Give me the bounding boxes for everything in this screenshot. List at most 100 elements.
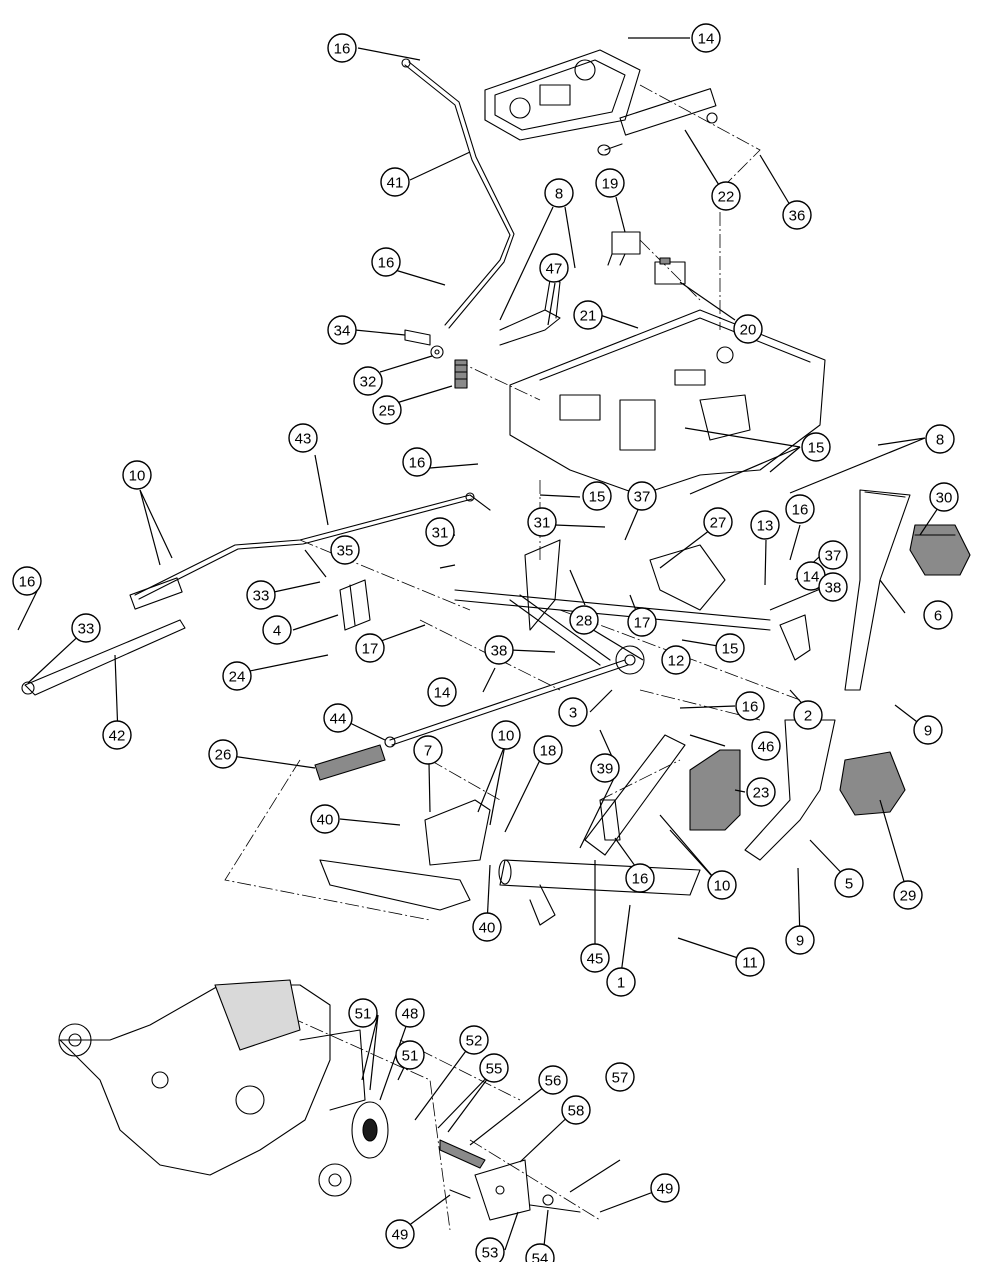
callout-label: 16	[632, 871, 649, 888]
callout-30: 30	[929, 482, 959, 512]
callout-label: 10	[714, 878, 731, 895]
callout-circle	[208, 739, 238, 769]
callout-circle	[595, 168, 625, 198]
callout-32: 32	[353, 366, 383, 396]
callout-circle	[580, 943, 610, 973]
callout-circle	[782, 200, 812, 230]
callout-28: 28	[569, 605, 599, 635]
callout-circle	[544, 178, 574, 208]
callout-label: 4	[273, 623, 281, 640]
callout-16: 16	[12, 566, 42, 596]
callout-label: 16	[378, 255, 395, 272]
callout-circle	[650, 1173, 680, 1203]
callout-24: 24	[222, 661, 252, 691]
callout-label: 52	[466, 1033, 483, 1050]
callout-31: 31	[425, 517, 455, 547]
callout-circle	[661, 645, 691, 675]
seat-plate	[509, 309, 826, 496]
callout-label: 47	[546, 261, 563, 278]
callout-label: 19	[602, 176, 619, 193]
callout-circle	[751, 731, 781, 761]
callout-circle	[785, 925, 815, 955]
callout-19: 19	[595, 168, 625, 198]
callout-47: 47	[539, 253, 569, 283]
callout-38: 38	[484, 635, 514, 665]
callout-label: 14	[698, 31, 715, 48]
callout-label: 15	[808, 440, 825, 457]
callout-20: 20	[733, 314, 763, 344]
callout-circle	[925, 424, 955, 454]
callout-label: 6	[934, 608, 942, 625]
callout-label: 21	[580, 308, 597, 325]
callout-9: 9	[913, 715, 943, 745]
spring-26	[314, 744, 386, 781]
callout-8: 8	[544, 178, 574, 208]
callout-label: 41	[387, 175, 404, 192]
callout-label: 29	[900, 888, 917, 905]
callout-label: 2	[804, 708, 812, 725]
callout-label: 15	[589, 489, 606, 506]
callout-15: 15	[582, 481, 612, 511]
callout-circle	[691, 23, 721, 53]
callout-label: 14	[803, 569, 820, 586]
callout-circle	[380, 167, 410, 197]
callout-26: 26	[208, 739, 238, 769]
pedal-pad-30	[909, 524, 971, 576]
transaxle	[58, 979, 366, 1197]
callout-4: 4	[262, 615, 292, 645]
callout-15: 15	[801, 432, 831, 462]
callout-51: 51	[395, 1040, 425, 1070]
callout-42: 42	[102, 720, 132, 750]
callout-label: 25	[379, 403, 396, 420]
callout-label: 26	[215, 747, 232, 764]
callout-label: 37	[825, 548, 842, 565]
callout-circle	[413, 735, 443, 765]
callout-circle	[893, 880, 923, 910]
callout-17: 17	[355, 633, 385, 663]
callout-35: 35	[330, 535, 360, 565]
callout-13: 13	[750, 510, 780, 540]
callout-circle	[793, 700, 823, 730]
callout-label: 20	[740, 322, 757, 339]
callout-label: 55	[486, 1061, 503, 1078]
callout-circle	[310, 804, 340, 834]
shaft-assembly	[454, 539, 771, 675]
callout-29: 29	[893, 880, 923, 910]
callout-circle	[427, 677, 457, 707]
callout-circle	[707, 870, 737, 900]
callout-circle	[750, 510, 780, 540]
callout-label: 44	[330, 711, 347, 728]
callout-10: 10	[491, 720, 521, 750]
callout-label: 38	[491, 643, 508, 660]
callout-10: 10	[707, 870, 737, 900]
callout-2: 2	[793, 700, 823, 730]
callout-11: 11	[735, 947, 765, 977]
bracket-2	[779, 614, 811, 661]
callout-label: 34	[334, 323, 351, 340]
callout-label: 31	[432, 525, 449, 542]
callout-circle	[472, 912, 502, 942]
callout-36: 36	[782, 200, 812, 230]
callout-label: 1	[617, 975, 625, 992]
linkage-56-58	[439, 1139, 581, 1221]
callout-10: 10	[122, 460, 152, 490]
callout-12: 12	[661, 645, 691, 675]
callout-label: 13	[757, 518, 774, 535]
callout-label: 10	[129, 468, 146, 485]
callout-circle	[818, 572, 848, 602]
foot-pedal-bracket	[484, 49, 641, 141]
callout-label: 27	[710, 515, 727, 532]
callout-circle	[715, 633, 745, 663]
callout-label: 57	[612, 1070, 629, 1087]
callout-label: 16	[742, 699, 759, 716]
leader-lines	[17, 37, 941, 1256]
callout-label: 56	[545, 1073, 562, 1090]
callout-circle	[735, 691, 765, 721]
callout-41: 41	[380, 167, 410, 197]
callout-circle	[923, 600, 953, 630]
callout-circle	[735, 947, 765, 977]
callout-label: 5	[845, 876, 853, 893]
callout-18: 18	[533, 735, 563, 765]
callout-circle	[459, 1025, 489, 1055]
callout-circle	[746, 777, 776, 807]
